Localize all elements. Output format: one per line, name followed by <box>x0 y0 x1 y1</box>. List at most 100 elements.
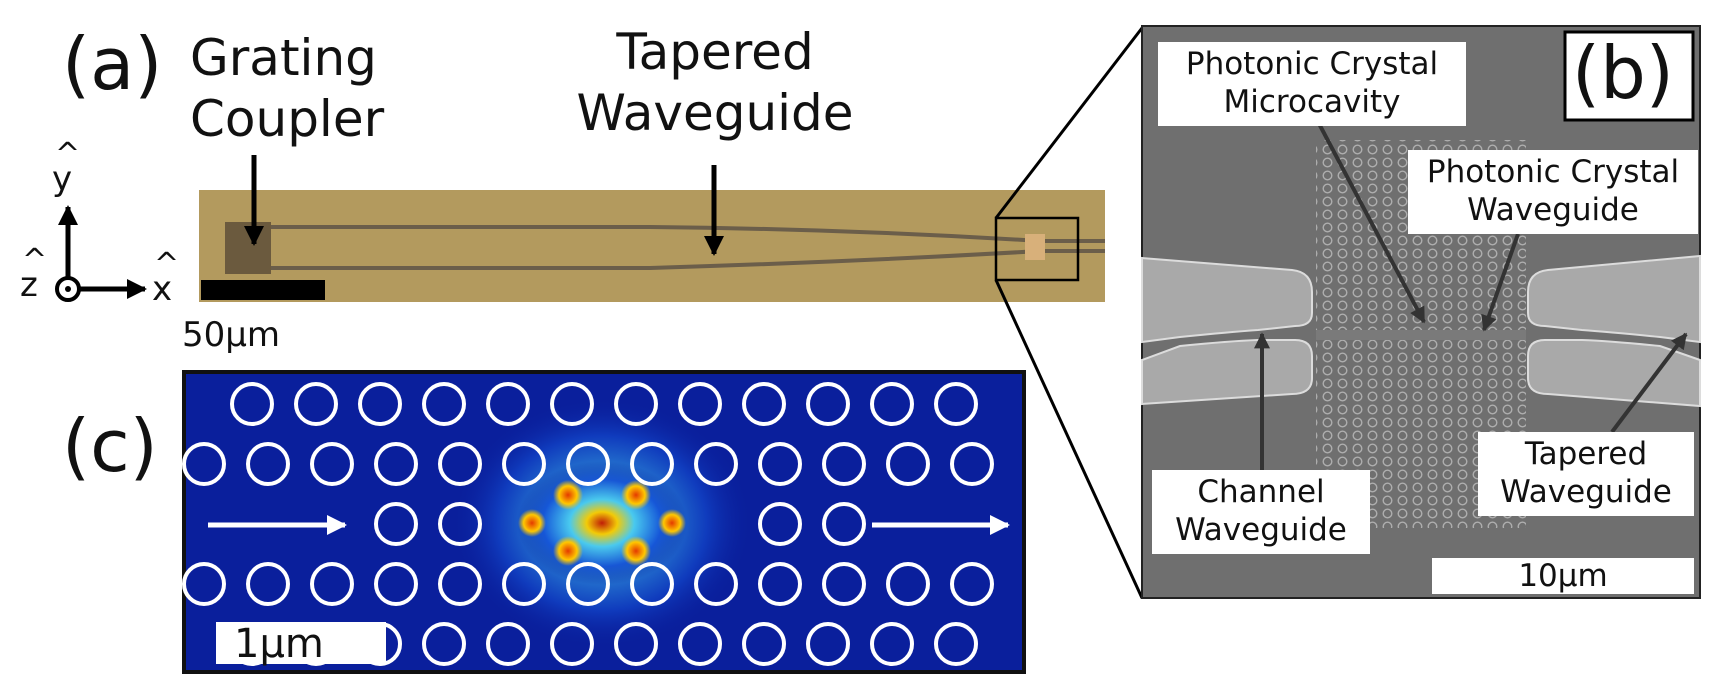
mode-antinode <box>621 536 651 566</box>
microcavity-label: Photonic Crystal Microcavity <box>1158 42 1466 126</box>
grating-line-1: Grating <box>190 29 377 87</box>
air-hole <box>870 622 914 666</box>
waveguide-upper <box>271 225 1105 243</box>
scalebar-b-text: 10µm <box>1518 558 1608 594</box>
scalebar-c-text: 1µm <box>234 621 324 667</box>
air-hole <box>758 442 802 486</box>
air-hole <box>950 562 994 606</box>
scalebar-c <box>216 622 386 664</box>
scalebar-b: 10µm <box>1432 558 1694 594</box>
air-hole <box>246 562 290 606</box>
air-hole <box>886 562 930 606</box>
air-hole <box>438 562 482 606</box>
tapered-b-line-1: Tapered <box>1524 436 1648 472</box>
axis-y-label: y <box>52 159 73 199</box>
axis-x-hat: ^ <box>154 247 180 282</box>
tapered-waveguide-label-a: Tapered Waveguide <box>560 22 870 144</box>
grating-line-2: Coupler <box>190 90 385 148</box>
air-hole <box>614 382 658 426</box>
air-hole <box>630 442 674 486</box>
air-hole <box>950 442 994 486</box>
axis-z-label: z <box>20 265 38 305</box>
air-hole <box>486 622 530 666</box>
air-hole <box>438 502 482 546</box>
air-hole <box>886 442 930 486</box>
chip-optical-image <box>199 190 1105 302</box>
zoom-line-bottom <box>994 279 1144 599</box>
air-hole <box>182 442 226 486</box>
air-hole <box>230 382 274 426</box>
left-taper-upper <box>1141 256 1313 344</box>
air-hole <box>486 382 530 426</box>
panel-b-letter: (b) <box>1572 31 1674 115</box>
z-axis-dot <box>65 286 71 292</box>
air-hole <box>566 442 610 486</box>
air-hole <box>870 382 914 426</box>
panel-a-letter: (a) <box>62 22 163 106</box>
pc-waveguide-line-2: Waveguide <box>1467 191 1639 228</box>
grating-coupler-label: Grating Coupler <box>190 28 385 150</box>
air-hole <box>422 382 466 426</box>
grating-coupler-pad <box>225 222 271 274</box>
tapered-line-2: Waveguide <box>576 84 854 142</box>
axis-y-hat: ^ <box>55 137 81 172</box>
zoom-line-top <box>994 27 1144 219</box>
air-hole <box>438 442 482 486</box>
air-hole <box>806 382 850 426</box>
hole-grid <box>182 382 994 666</box>
mode-antinode <box>553 536 583 566</box>
crystal-waveguide-row <box>1316 330 1526 340</box>
zoom-box <box>994 216 1080 282</box>
right-taper-lower <box>1527 339 1701 408</box>
air-hole <box>246 442 290 486</box>
tapered-waveguide-label-b: Tapered Waveguide <box>1478 432 1694 516</box>
air-hole <box>550 622 594 666</box>
channel-line-2: Waveguide <box>1175 511 1347 548</box>
panel-c-letter: (c) <box>62 404 158 488</box>
mode-antinode <box>658 509 686 537</box>
air-hole <box>502 562 546 606</box>
air-hole <box>742 382 786 426</box>
air-hole <box>934 622 978 666</box>
microcavity-arrow <box>1314 117 1426 324</box>
air-hole <box>678 382 722 426</box>
air-hole <box>182 562 226 606</box>
air-hole <box>758 562 802 606</box>
pc-waveguide-label: Photonic Crystal Waveguide <box>1408 150 1698 234</box>
air-hole <box>374 502 418 546</box>
channel-waveguide-label: Channel Waveguide <box>1152 470 1370 554</box>
air-hole <box>374 442 418 486</box>
air-hole <box>742 622 786 666</box>
air-hole <box>694 442 738 486</box>
air-hole <box>806 622 850 666</box>
air-hole <box>758 502 802 546</box>
pc-waveguide-arrow <box>1481 233 1520 332</box>
axis-x-label: x <box>152 269 173 309</box>
axis-z-hat: ^ <box>22 243 48 278</box>
air-hole <box>694 562 738 606</box>
cavity-region <box>1025 234 1045 260</box>
pc-waveguide-line-1: Photonic Crystal <box>1426 154 1680 190</box>
right-taper-upper <box>1527 254 1701 344</box>
air-hole <box>374 562 418 606</box>
air-hole <box>310 442 354 486</box>
mode-antinode <box>621 480 651 510</box>
panel-a <box>55 27 1144 599</box>
mode-antinode <box>518 509 546 537</box>
panel-c <box>182 370 1026 674</box>
air-hole <box>358 382 402 426</box>
air-hole <box>294 382 338 426</box>
air-hole <box>550 382 594 426</box>
air-hole <box>566 562 610 606</box>
air-hole <box>502 442 546 486</box>
air-hole <box>822 442 866 486</box>
air-hole <box>934 382 978 426</box>
microcavity-line-1: Photonic Crystal <box>1185 46 1439 82</box>
tapered-b-line-2: Waveguide <box>1500 473 1672 510</box>
microcavity-line-2: Microcavity <box>1223 83 1401 120</box>
mode-antinode <box>553 480 583 510</box>
air-hole <box>310 562 354 606</box>
air-hole <box>822 562 866 606</box>
air-hole <box>614 622 658 666</box>
left-taper-lower <box>1141 339 1313 406</box>
